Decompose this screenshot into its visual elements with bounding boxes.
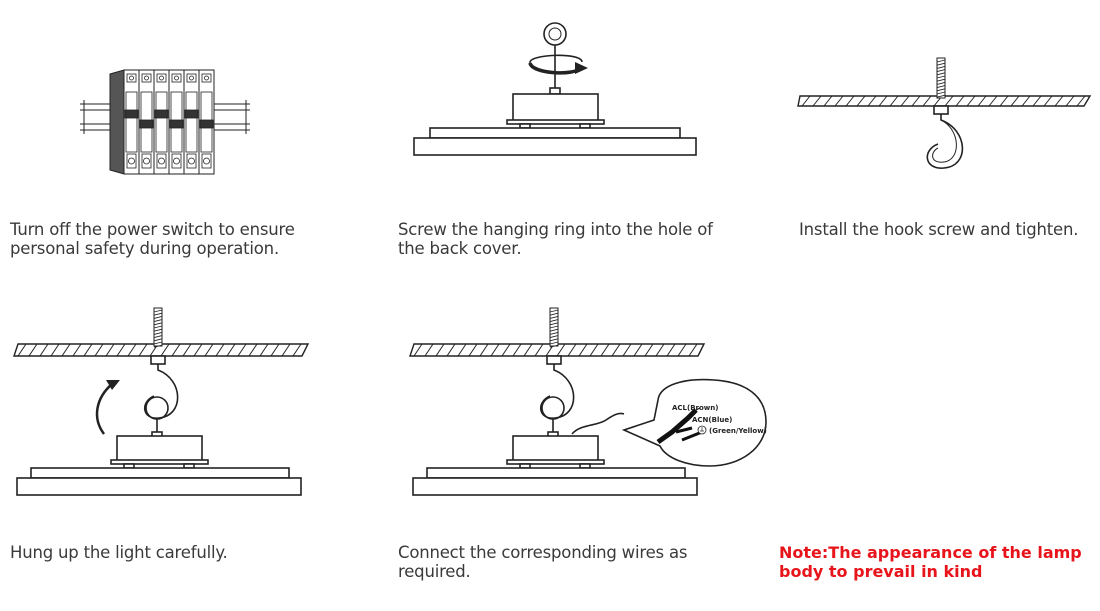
step-5-caption: Connect the corresponding wires as requi… [398,543,688,581]
step-3-caption: Install the hook screw and tighten. [799,220,1079,239]
hook-screw-illustration [797,57,1092,169]
hanging-ring-illustration [413,22,697,156]
step-4-caption: Hung up the light carefully. [10,543,228,562]
breaker-illustration [80,69,250,175]
step-1-caption: Turn off the power switch to ensure pers… [10,220,295,258]
ceiling-beam [797,95,1092,107]
hung-light-illustration [13,307,310,496]
wiring-illustration: ACL(Brown) ACN(Blue) (Green/Yellow) [409,307,767,496]
note-text: Note:The appearance of the lamp body to … [779,543,1082,581]
wire-label-ground: (Green/Yellow) [709,427,767,435]
wire-label-acl: ACL(Brown) [672,404,718,412]
step-2-caption: Screw the hanging ring into the hole of … [398,220,713,258]
wire-label-acn: ACN(Blue) [692,416,732,424]
